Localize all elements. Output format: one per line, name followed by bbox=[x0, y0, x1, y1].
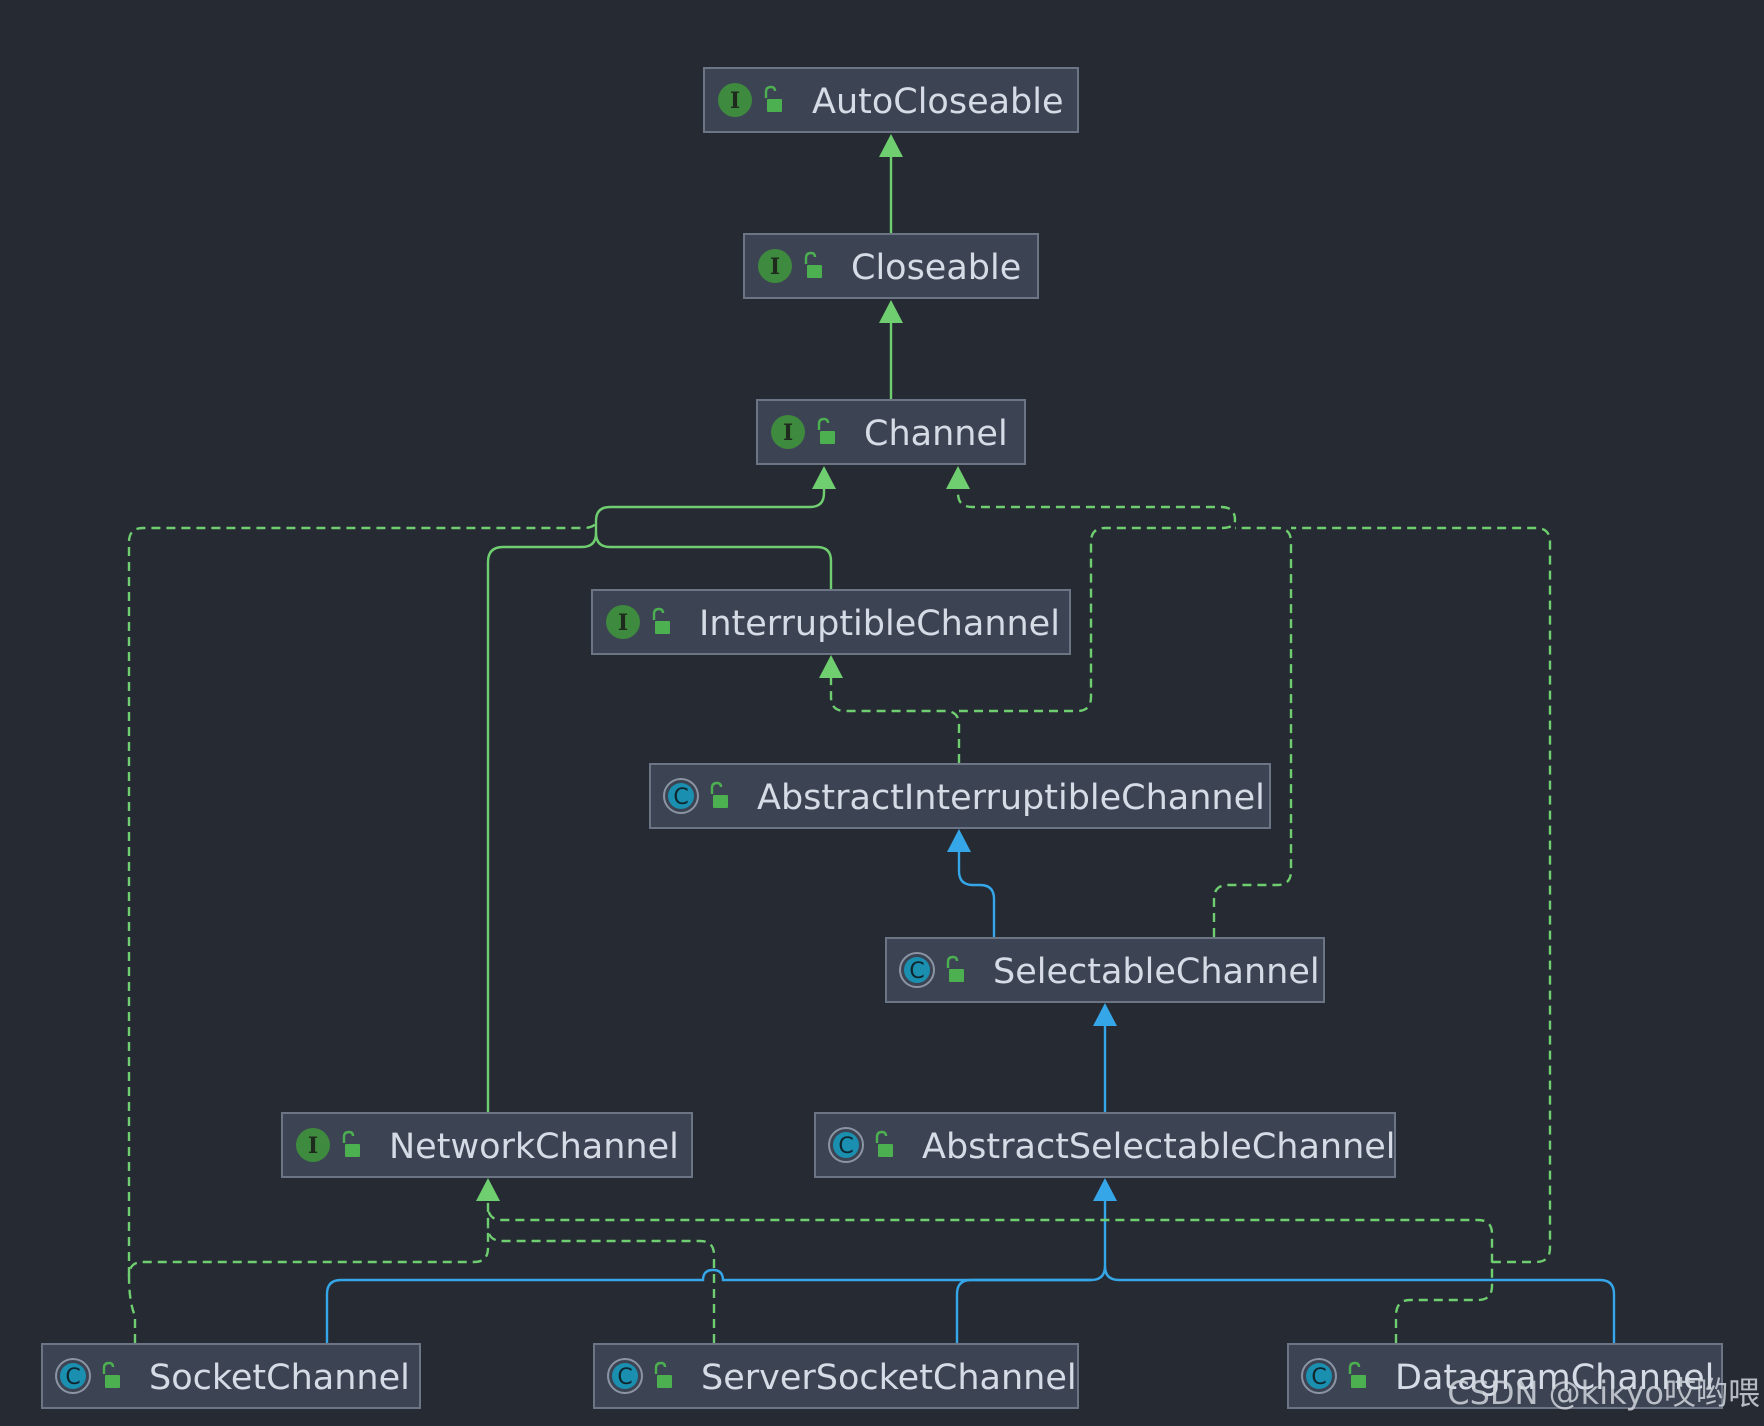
node-label: Closeable bbox=[851, 248, 1021, 288]
node-interruptiblechannel[interactable]: InterruptibleChannel bbox=[591, 589, 1071, 655]
edge-abstractinterruptible-to-channel bbox=[956, 485, 1237, 713]
node-channel[interactable]: Channel bbox=[756, 399, 1026, 465]
arrowhead-channel-right bbox=[946, 466, 970, 489]
nodes-layer: AutoCloseable Closeable Channel Interrup… bbox=[41, 67, 1723, 1409]
csdn-watermark: CSDN @kikyo哎哟喂 bbox=[1447, 1374, 1760, 1412]
edge-network-to-channel bbox=[486, 532, 598, 1112]
interface-icon bbox=[718, 83, 752, 117]
class-icon bbox=[663, 778, 699, 814]
edge-socket-to-abstractselectable bbox=[325, 1197, 1107, 1343]
node-autocloseable[interactable]: AutoCloseable bbox=[703, 67, 1079, 133]
node-abstractselectablechannel[interactable]: AbstractSelectableChannel bbox=[814, 1112, 1396, 1178]
edge-serversocket-to-abstractselectable bbox=[955, 1278, 1091, 1343]
node-label: NetworkChannel bbox=[389, 1127, 679, 1167]
edge-abstractinterruptible-to-interruptible bbox=[829, 673, 961, 763]
node-networkchannel[interactable]: NetworkChannel bbox=[281, 1112, 693, 1178]
arrowhead-abstractinterruptible bbox=[947, 829, 971, 852]
node-label: SocketChannel bbox=[149, 1358, 410, 1398]
interface-icon bbox=[296, 1128, 330, 1162]
node-label: Channel bbox=[864, 414, 1008, 454]
edges-layer bbox=[127, 134, 1616, 1343]
node-label: SelectableChannel bbox=[993, 952, 1320, 992]
node-label: ServerSocketChannel bbox=[701, 1358, 1077, 1398]
node-closeable[interactable]: Closeable bbox=[743, 233, 1039, 299]
node-label: DatagramChannel bbox=[1395, 1358, 1714, 1398]
node-label: AutoCloseable bbox=[812, 82, 1064, 122]
class-icon bbox=[607, 1358, 643, 1394]
arrowhead-autocloseable bbox=[879, 134, 903, 157]
arrowhead-interruptible bbox=[819, 655, 843, 678]
node-serversocketchannel[interactable]: ServerSocketChannel bbox=[593, 1343, 1079, 1409]
edge-interruptible-to-channel bbox=[594, 485, 833, 589]
arrowhead-network bbox=[476, 1178, 500, 1201]
class-icon bbox=[55, 1358, 91, 1394]
edge-selectable-to-channel bbox=[1212, 526, 1293, 937]
edge-datagram-to-channel bbox=[1291, 526, 1552, 1264]
class-icon bbox=[899, 952, 935, 988]
interface-icon bbox=[606, 605, 640, 639]
arrowhead-channel-left bbox=[812, 466, 836, 489]
node-socketchannel[interactable]: SocketChannel bbox=[41, 1343, 421, 1409]
node-abstractinterruptiblechannel[interactable]: AbstractInterruptibleChannel bbox=[649, 763, 1271, 829]
node-label: AbstractInterruptibleChannel bbox=[757, 778, 1265, 818]
interface-icon bbox=[771, 415, 805, 449]
interface-icon bbox=[758, 249, 792, 283]
edge-socket-to-network bbox=[127, 1197, 490, 1343]
edge-socket-to-channel bbox=[127, 520, 598, 1276]
node-label: InterruptibleChannel bbox=[699, 604, 1060, 644]
node-selectablechannel[interactable]: SelectableChannel bbox=[885, 937, 1325, 1003]
edge-datagram-to-abstractselectable bbox=[1103, 1265, 1616, 1343]
edge-datagram-to-network bbox=[486, 1205, 1494, 1343]
class-icon bbox=[1301, 1358, 1337, 1394]
arrowhead-closeable bbox=[879, 300, 903, 323]
node-datagramchannel[interactable]: DatagramChannel bbox=[1287, 1343, 1723, 1409]
edge-serversocket-to-network bbox=[486, 1226, 716, 1343]
edge-selectable-to-abstractinterruptible bbox=[957, 843, 996, 937]
class-icon bbox=[828, 1127, 864, 1163]
arrowhead-abstractselectable bbox=[1093, 1178, 1117, 1201]
arrowhead-selectable bbox=[1093, 1003, 1117, 1026]
node-label: AbstractSelectableChannel bbox=[922, 1127, 1396, 1167]
